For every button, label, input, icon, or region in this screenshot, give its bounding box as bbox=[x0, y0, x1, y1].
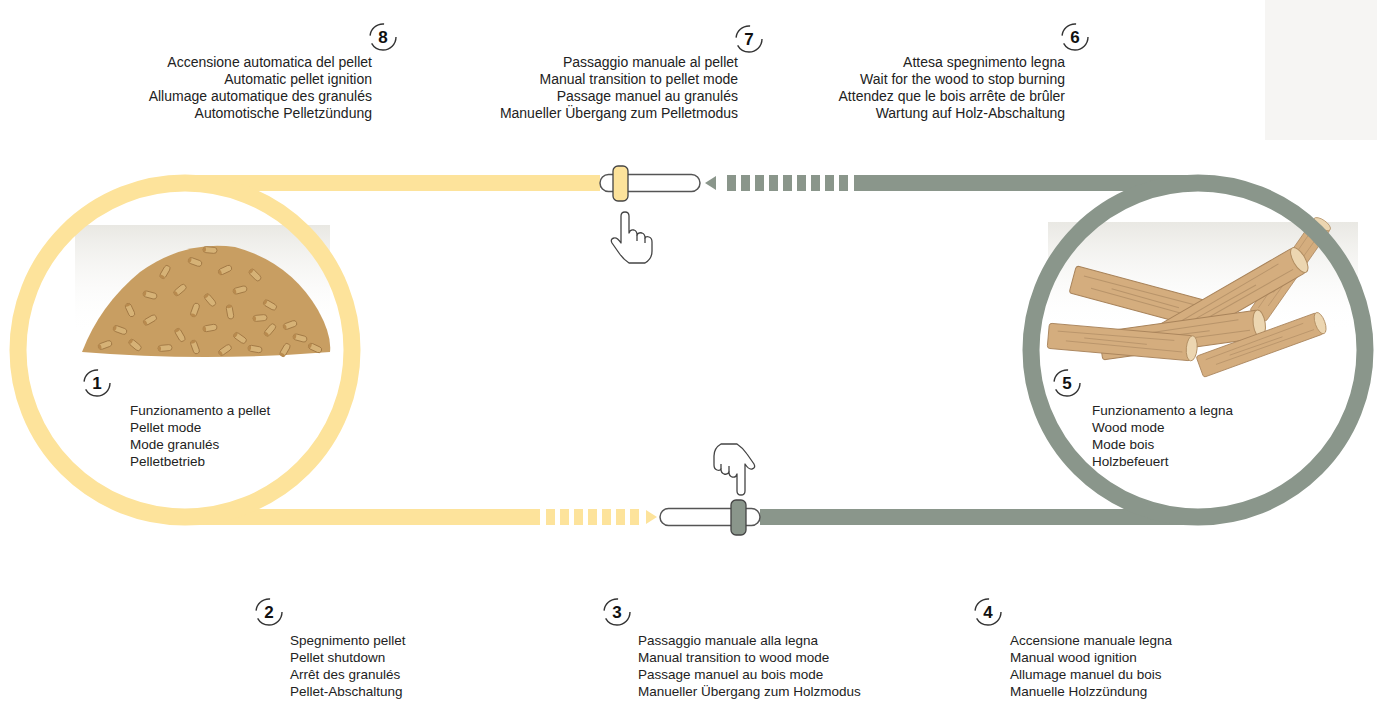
callout-number: 7 bbox=[744, 31, 753, 48]
step-label: Passaggio manuale alla legna bbox=[638, 632, 818, 649]
text-holder: Passaggio manuale al pellet bbox=[563, 54, 738, 71]
callout-number: 5 bbox=[1062, 375, 1071, 392]
text-holder: 6 bbox=[1060, 22, 1090, 52]
mode-label: Funzionamento a pellet bbox=[130, 402, 270, 419]
track-dashes bbox=[546, 509, 642, 525]
text-holder: Manuelle Holzzündung bbox=[1010, 683, 1147, 700]
text-holder: Funzionamento a pellet bbox=[130, 402, 270, 419]
text-holder: Attesa spegnimento legna bbox=[903, 54, 1065, 71]
step-label: Spegnimento pellet bbox=[290, 632, 406, 649]
text-holder: Manual wood ignition bbox=[1010, 649, 1137, 666]
text-holder: 3 bbox=[602, 597, 632, 627]
arrow-head bbox=[646, 510, 657, 524]
text-holder: Manueller Übergang zum Pelletmodus bbox=[500, 105, 738, 122]
text-holder: Wartung auf Holz-Abschaltung bbox=[876, 105, 1065, 122]
mode-label: Pellet mode bbox=[130, 419, 201, 436]
step-label: Allumage automatique des granulés bbox=[149, 88, 372, 105]
step-label: Manual wood ignition bbox=[1010, 649, 1137, 666]
text-holder: Allumage automatique des granulés bbox=[149, 88, 372, 105]
step-label: Attendez que le bois arrête de brûler bbox=[839, 88, 1065, 105]
hand-icon bbox=[611, 212, 754, 495]
wood-illustration bbox=[1047, 215, 1332, 377]
step-label: Allumage manuel du bois bbox=[1010, 666, 1162, 683]
step-label: Passaggio manuale al pellet bbox=[563, 54, 738, 71]
slider-switch bbox=[600, 166, 760, 535]
step-label: Pellet-Abschaltung bbox=[290, 683, 403, 700]
step-label: Accensione manuale legna bbox=[1010, 632, 1172, 649]
text-holder: 1 bbox=[82, 368, 112, 398]
text-holder: 5 bbox=[1052, 368, 1082, 398]
callout-badge bbox=[84, 24, 1088, 625]
callout-number: 8 bbox=[378, 29, 387, 46]
text-holder: Mode granulés bbox=[130, 436, 219, 453]
step-label: Wait for the wood to stop burning bbox=[860, 71, 1065, 88]
step-label: Manual transition to wood mode bbox=[638, 649, 829, 666]
text-holder: Accensione manuale legna bbox=[1010, 632, 1172, 649]
mode-label: Mode granulés bbox=[130, 436, 219, 453]
step-label: Manuelle Holzzündung bbox=[1010, 683, 1147, 700]
mode-label: Wood mode bbox=[1092, 419, 1165, 436]
text-holder: Passage manuel au bois mode bbox=[638, 666, 823, 683]
ring-outline bbox=[6, 171, 364, 529]
step-label: Automatic pellet ignition bbox=[224, 71, 372, 88]
text-holder: Passage manuel au granulés bbox=[557, 88, 738, 105]
step-label: Automotische Pelletzündung bbox=[195, 105, 372, 122]
step-label: Pellet shutdown bbox=[290, 649, 385, 666]
text-holder: Pellet-Abschaltung bbox=[290, 683, 403, 700]
step-label: Manueller Übergang zum Holzmodus bbox=[638, 683, 861, 700]
mode-circle: 5Funzionamento a legnaWood modeMode bois… bbox=[1019, 171, 1377, 529]
text-holder: Wait for the wood to stop burning bbox=[860, 71, 1065, 88]
text-holder: Manual transition to wood mode bbox=[638, 649, 829, 666]
text-holder: Funzionamento a legna bbox=[1092, 402, 1233, 419]
text-holder: 4 bbox=[973, 597, 1003, 627]
mode-label: Pelletbetrieb bbox=[130, 453, 205, 470]
callout-number: 2 bbox=[264, 604, 273, 621]
callout-number: 3 bbox=[612, 604, 621, 621]
mode-label: Funzionamento a legna bbox=[1092, 402, 1233, 419]
text-holder: Manual transition to pellet mode bbox=[540, 71, 738, 88]
step-label: Passage manuel au bois mode bbox=[638, 666, 823, 683]
track-dashes bbox=[722, 175, 848, 191]
text-holder: Passaggio manuale alla legna bbox=[638, 632, 818, 649]
step-label: Passage manuel au granulés bbox=[557, 88, 738, 105]
text-holder: Pellet shutdown bbox=[290, 649, 385, 666]
step-label: Manueller Übergang zum Pelletmodus bbox=[500, 105, 738, 122]
mode-label: Holzbefeuert bbox=[1092, 453, 1169, 470]
callout-number: 6 bbox=[1070, 29, 1079, 46]
text-holder: Wood mode bbox=[1092, 419, 1165, 436]
step-label: Arrêt des granulés bbox=[290, 666, 400, 683]
text-holder: Attendez que le bois arrête de brûler bbox=[839, 88, 1065, 105]
ring bbox=[18, 183, 352, 517]
step-label: Attesa spegnimento legna bbox=[903, 54, 1065, 71]
text-holder: Arrêt des granulés bbox=[290, 666, 400, 683]
pellet-illustration bbox=[82, 246, 330, 358]
ring bbox=[1031, 183, 1365, 517]
mode-circle: 1Funzionamento a pelletPellet modeMode g… bbox=[6, 171, 364, 529]
mode-label: Mode bois bbox=[1092, 436, 1154, 453]
text-holder: Pelletbetrieb bbox=[130, 453, 205, 470]
text-holder: 2 bbox=[254, 597, 284, 627]
step-label: Accensione automatica del pellet bbox=[167, 54, 372, 71]
ring-outline bbox=[1019, 171, 1377, 529]
text-holder: Accensione automatica del pellet bbox=[167, 54, 372, 71]
text-holder: Automotische Pelletzündung bbox=[195, 105, 372, 122]
step-label: Manual transition to pellet mode bbox=[540, 71, 738, 88]
callout-number: 1 bbox=[92, 375, 101, 392]
text-holder: Pellet mode bbox=[130, 419, 201, 436]
arrow-head bbox=[705, 176, 716, 190]
text-holder: Holzbefeuert bbox=[1092, 453, 1169, 470]
text-holder: Mode bois bbox=[1092, 436, 1154, 453]
text-holder: 7 bbox=[734, 24, 764, 54]
text-holder: Automatic pellet ignition bbox=[224, 71, 372, 88]
text-holder: 8 bbox=[368, 22, 398, 52]
step-label: Wartung auf Holz-Abschaltung bbox=[876, 105, 1065, 122]
text-holder: Allumage manuel du bois bbox=[1010, 666, 1162, 683]
text-holder: Spegnimento pellet bbox=[290, 632, 406, 649]
text-holder: Manueller Übergang zum Holzmodus bbox=[638, 683, 861, 700]
callout-number: 4 bbox=[983, 604, 992, 621]
